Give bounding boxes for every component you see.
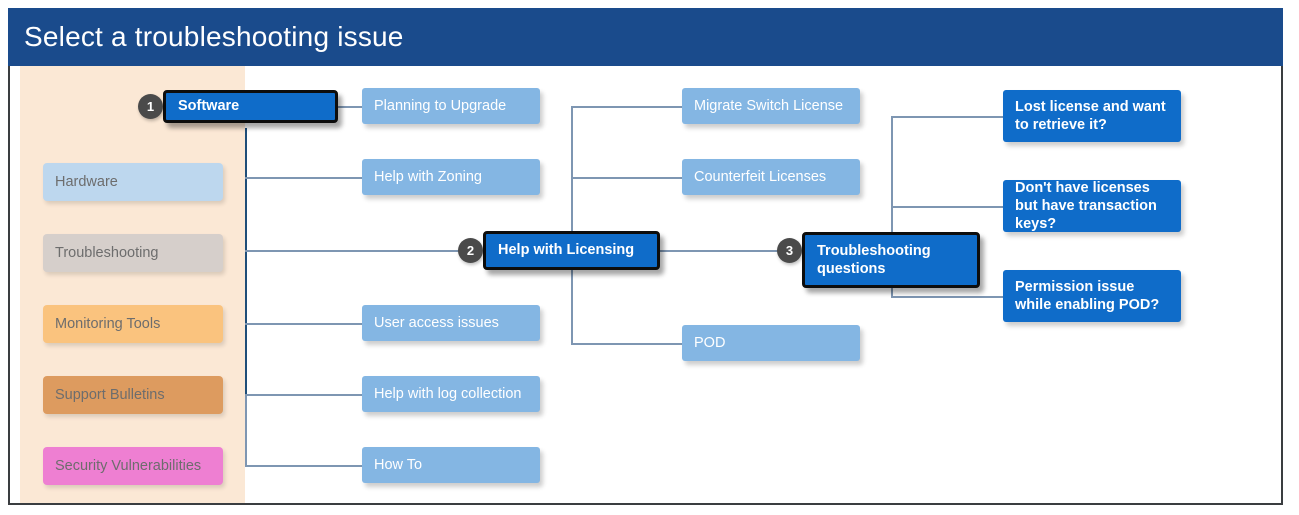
connector-questions-to-lost-license	[891, 116, 1003, 118]
node-label: Software	[178, 98, 240, 115]
node-label: Help with log collection	[374, 385, 522, 402]
node-counterfeit-licenses[interactable]: Counterfeit Licenses	[682, 159, 860, 195]
connector-licensing-to-troubleshooting	[660, 250, 786, 252]
connector-questions-to-transaction-keys	[891, 206, 1003, 208]
node-transaction-keys[interactable]: Don't have licenses but have transaction…	[1003, 180, 1181, 232]
connector-questions-trunk-lower	[891, 287, 893, 297]
connector-software-to-zoning	[245, 177, 362, 179]
connector-questions-to-permission-issue	[891, 296, 1003, 298]
node-label: Migrate Switch License	[694, 97, 844, 114]
node-how-to[interactable]: How To	[362, 447, 540, 483]
connector-licensing-trunk-upper	[571, 106, 573, 232]
connector-software-to-planning	[335, 106, 362, 108]
node-migrate-switch-license[interactable]: Migrate Switch License	[682, 88, 860, 124]
node-help-with-licensing[interactable]: Help with Licensing	[483, 231, 660, 270]
sidebar-item-label: Troubleshooting	[55, 245, 159, 261]
node-label: Troubleshooting questions	[817, 242, 931, 277]
sidebar-item-hardware[interactable]: Hardware	[43, 163, 223, 201]
step-badge-1: 1	[138, 94, 163, 119]
node-pod[interactable]: POD	[682, 325, 860, 361]
connector-questions-trunk-upper	[891, 116, 893, 234]
connector-software-to-licensing	[245, 250, 460, 252]
page-header: Select a troubleshooting issue	[8, 8, 1283, 66]
connector-software-to-how-to	[245, 465, 362, 467]
sidebar-item-troubleshooting[interactable]: Troubleshooting	[43, 234, 223, 272]
node-troubleshooting-questions[interactable]: Troubleshooting questions	[802, 232, 980, 288]
connector-licensing-to-migrate	[571, 106, 683, 108]
node-help-with-zoning[interactable]: Help with Zoning	[362, 159, 540, 195]
node-label: Planning to Upgrade	[374, 97, 507, 114]
node-label: User access issues	[374, 314, 499, 331]
node-label: Lost license and want to retrieve it?	[1015, 98, 1166, 133]
node-label: How To	[374, 456, 423, 473]
node-help-with-log-collection[interactable]: Help with log collection	[362, 376, 540, 412]
connector-licensing-to-pod	[571, 343, 683, 345]
node-label: Help with Zoning	[374, 168, 482, 185]
sidebar-item-label: Support Bulletins	[55, 387, 165, 403]
node-permission-issue-pod[interactable]: Permission issue while enabling POD?	[1003, 270, 1181, 322]
connector-software-trunk-lower	[245, 394, 247, 467]
connector-software-to-log-collection	[245, 394, 362, 396]
category-sidebar	[20, 66, 245, 503]
sidebar-item-label: Monitoring Tools	[55, 316, 161, 332]
node-lost-license[interactable]: Lost license and want to retrieve it?	[1003, 90, 1181, 142]
sidebar-item-label: Hardware	[55, 174, 118, 190]
sidebar-item-monitoring-tools[interactable]: Monitoring Tools	[43, 305, 223, 343]
node-label: Don't have licenses but have transaction…	[1015, 179, 1157, 233]
node-label: Help with Licensing	[498, 242, 635, 259]
sidebar-item-security-vulnerabilities[interactable]: Security Vulnerabilities	[43, 447, 223, 485]
node-software[interactable]: Software	[163, 90, 338, 123]
step-badge-3: 3	[777, 238, 802, 263]
page-title: Select a troubleshooting issue	[24, 21, 404, 52]
sidebar-item-support-bulletins[interactable]: Support Bulletins	[43, 376, 223, 414]
node-label: POD	[694, 334, 726, 351]
connector-software-to-user-access	[245, 323, 362, 325]
node-label: Counterfeit Licenses	[694, 168, 827, 185]
node-planning-to-upgrade[interactable]: Planning to Upgrade	[362, 88, 540, 124]
connector-licensing-to-counterfeit	[571, 177, 683, 179]
connector-licensing-trunk-lower	[571, 270, 573, 344]
node-user-access-issues[interactable]: User access issues	[362, 305, 540, 341]
node-label: Permission issue while enabling POD?	[1015, 278, 1160, 313]
sidebar-item-label: Security Vulnerabilities	[55, 458, 202, 474]
step-badge-2: 2	[458, 238, 483, 263]
connector-software-trunk	[245, 128, 247, 396]
